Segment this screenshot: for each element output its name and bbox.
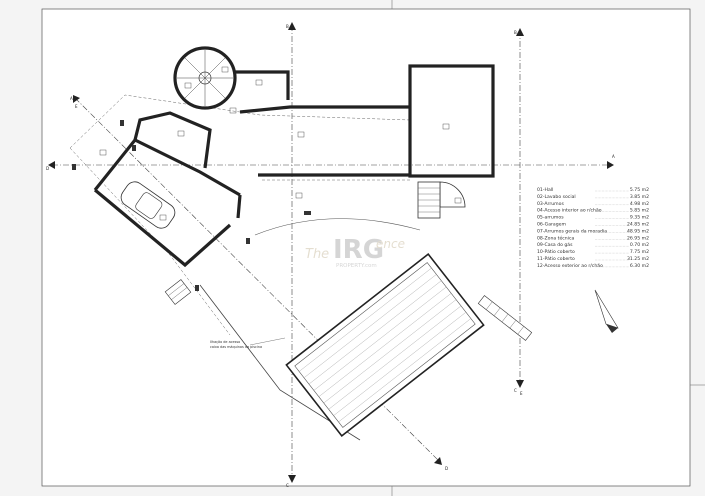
legend-room-area: 7.75 m2 [630, 249, 649, 255]
tower-steps [177, 50, 233, 106]
legend-room-area: 6.30 m2 [630, 263, 649, 269]
section-mark-label: B [286, 24, 289, 29]
section-mark-label: E [520, 391, 523, 396]
legend-room-area: 5.85 m2 [630, 208, 649, 214]
section-mark-label: D [46, 166, 49, 171]
legend-row: 11-Pátio coberto 31.25 m2 [537, 255, 649, 262]
legend-room-name: 03-Arrumos [537, 201, 564, 207]
watermark-brand: IRG [333, 235, 384, 265]
storage-wall [133, 111, 212, 169]
entrance-steps [164, 279, 192, 305]
legend-row: 02-Lavabo social 3.85 m2 [537, 194, 649, 200]
pool-inner [294, 262, 476, 428]
stair-tower [173, 46, 237, 110]
garage-wall-east [236, 194, 242, 219]
legend-row: 03-Arrumos 4.98 m2 [537, 201, 649, 207]
car-outline [120, 181, 176, 229]
legend-room-name: 01-Hall [537, 187, 553, 193]
section-marker-east [607, 161, 614, 169]
legend-row: 01-Hall 5.75 m2 [537, 187, 649, 193]
section-markers [48, 22, 614, 483]
pool-side-steps [477, 295, 533, 341]
pillars [72, 120, 311, 291]
legend-room-name: 10-Pátio coberto [537, 248, 575, 255]
section-mark-label: C [286, 483, 289, 488]
section-marker-south-a [288, 475, 296, 483]
legend-room-name: 11-Pátio coberto [537, 255, 575, 262]
section-mark-label: C [514, 388, 517, 393]
overhang-lines [69, 94, 411, 336]
garage-wall-south [93, 188, 232, 268]
legend-row: 08-Zona técnica 26.95 m2 [537, 234, 649, 241]
legend-row: 05-arrumos 9.35 m2 [537, 215, 649, 221]
section-marker-northwest [73, 95, 80, 103]
annotation-leader [249, 337, 286, 346]
watermark-suffix: ence [376, 237, 405, 251]
annotation-line-1: Ilhação de acesso [210, 340, 240, 344]
legend-room-name: 08-Zona técnica [537, 234, 575, 241]
garage-wall-north [93, 137, 241, 197]
section-mark-label: E [75, 104, 78, 109]
corridor-wall-north [239, 105, 410, 114]
legend-room-name: 09-Casa do gás [537, 241, 573, 248]
section-marker-west [48, 161, 55, 169]
exterior-stair [417, 181, 466, 219]
swimming-pool [285, 253, 485, 437]
legend-row: 06-Garagem 24.85 m2 [537, 222, 649, 228]
legend-room-area: 5.75 m2 [630, 187, 649, 193]
watermark-sub: PROPERTY.com [336, 263, 377, 269]
section-marker-north-b [516, 28, 524, 36]
legend-room-name: 12-Acesso exterior ao r/chão [537, 263, 603, 269]
legend-row: 12-Acesso exterior ao r/chão 6.30 m2 [537, 263, 649, 269]
legend-room-area: 48.95 m2 [627, 228, 649, 234]
overhang-line-1 [69, 94, 411, 149]
legend-row: 04-Acesso interior ao r/chão 5.85 m2 [537, 208, 649, 214]
legend-room-area: 24.85 m2 [627, 222, 649, 228]
section-marker-southeast [434, 457, 442, 465]
legend-room-area: 9.35 m2 [630, 215, 649, 221]
section-mark-label: A [70, 96, 73, 101]
car-roof [135, 192, 163, 219]
legend-row: 07-Arrumos gerais da moradia 48.95 m2 [537, 228, 649, 234]
walls [93, 64, 495, 268]
watermark: The IRG ence PROPERTY.com [305, 235, 405, 269]
room-tags [99, 66, 462, 221]
wc-wall [228, 70, 290, 100]
watermark-prefix: The [305, 247, 329, 262]
legend-room-area: 3.85 m2 [630, 194, 649, 200]
legend-room-area: 26.95 m2 [627, 235, 649, 241]
exterior-stair-arc [439, 181, 466, 208]
legend-room-name: 07-Arrumos gerais da moradia [537, 228, 607, 234]
north-arrow-icon [594, 289, 619, 333]
garden-path-curve [254, 218, 421, 236]
legend-room-name: 02-Lavabo social [537, 194, 576, 200]
section-mark-label: D [445, 466, 448, 471]
overhang-line-2 [69, 147, 231, 336]
legend-room-area: 31.25 m2 [627, 256, 649, 262]
pool-deck-boards [298, 267, 472, 423]
section-marker-north-a [288, 22, 296, 30]
storage-room-walls [408, 64, 495, 178]
legend-room-name: 06-Garagem [537, 222, 566, 228]
section-mark-label: B [514, 30, 517, 35]
legend-room-area: 0.70 m2 [630, 242, 649, 248]
section-marker-south-b [516, 380, 524, 388]
legend-row: 09-Casa do gás 0.70 m2 [537, 241, 649, 248]
section-mark-label: A [612, 154, 615, 159]
legend-row: 10-Pátio coberto 7.75 m2 [537, 248, 649, 255]
legend-room-name: 05-arrumos [537, 215, 564, 221]
legend-room-name: 04-Acesso interior ao r/chão [537, 208, 602, 214]
annotation-line-2: caixa das máquinas da piscina [210, 345, 262, 349]
car-body [120, 181, 176, 229]
legend-room-area: 4.98 m2 [630, 201, 649, 207]
